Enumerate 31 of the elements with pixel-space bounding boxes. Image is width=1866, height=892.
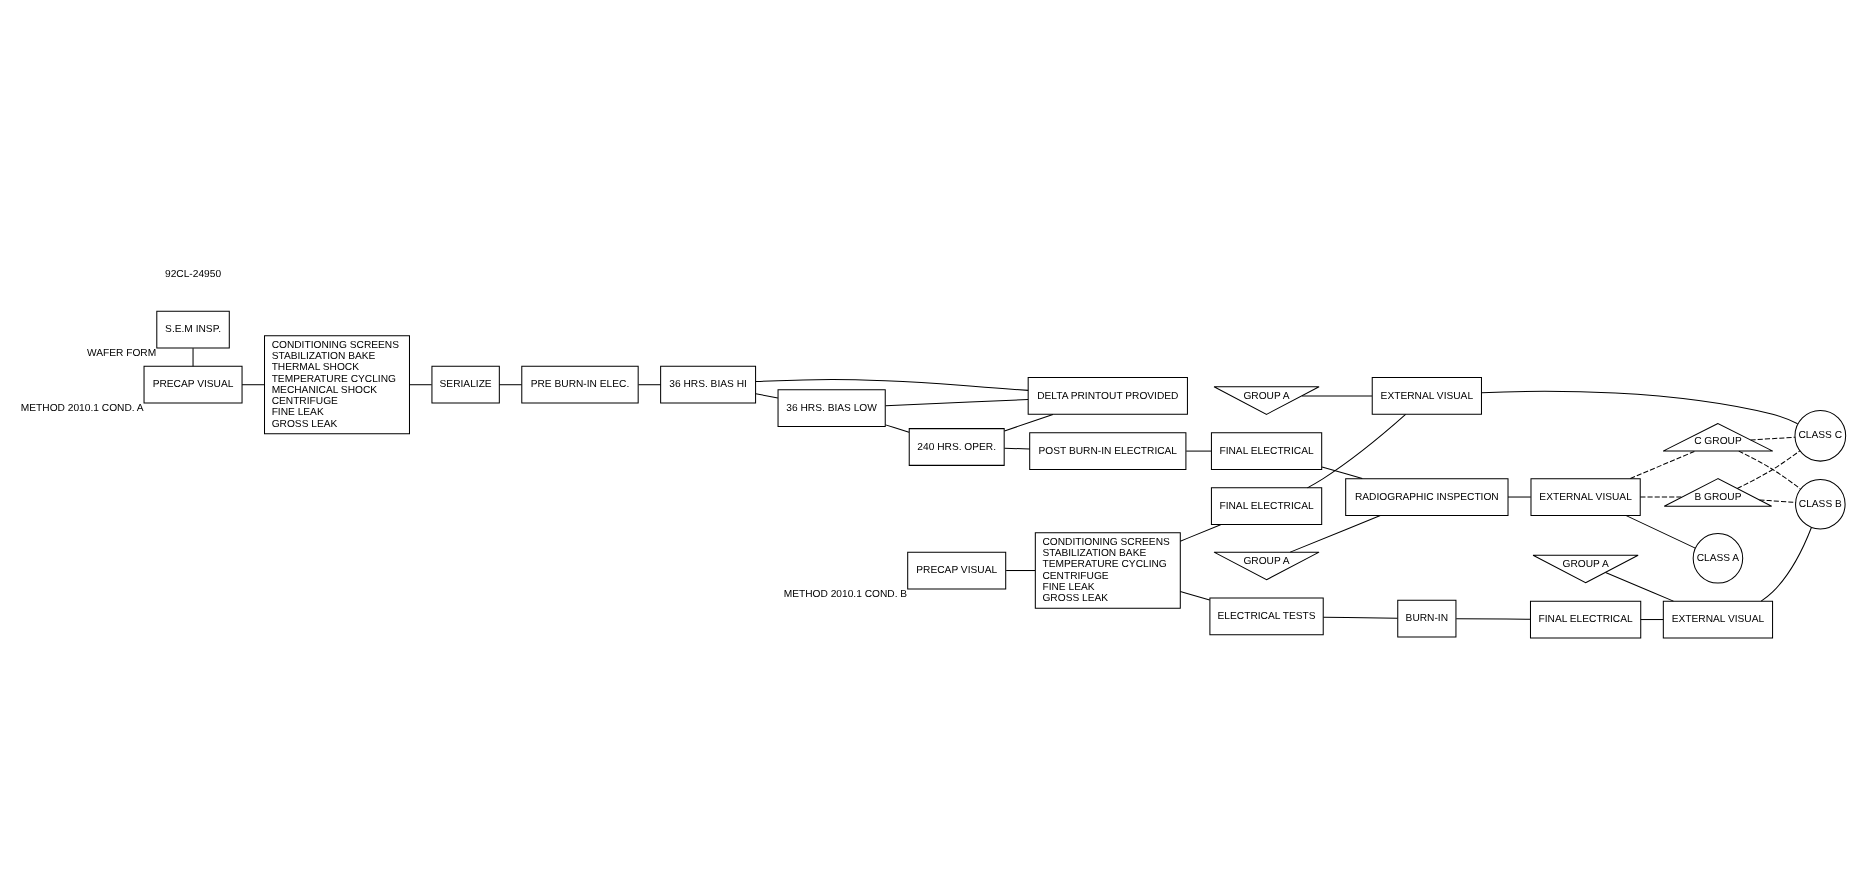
connector (755, 378, 1029, 390)
connector (1301, 394, 1373, 396)
connector (1003, 446, 1031, 449)
connector (1758, 498, 1797, 502)
connector (409, 383, 433, 385)
connector (1322, 615, 1399, 618)
connector (1179, 523, 1222, 541)
connector (1005, 569, 1036, 571)
connector (1321, 465, 1363, 479)
connector (1179, 589, 1211, 600)
connector (1003, 412, 1054, 431)
connector (1481, 389, 1799, 424)
connector (1605, 570, 1674, 601)
connector (1639, 495, 1683, 497)
connector (241, 383, 265, 385)
connector (192, 346, 194, 366)
connector (1629, 449, 1696, 479)
connector (498, 383, 523, 385)
connector (755, 392, 779, 398)
connector (638, 383, 662, 385)
connector (1507, 495, 1532, 497)
connector (1640, 618, 1664, 620)
connector (1289, 514, 1381, 552)
connector (1750, 435, 1796, 440)
connector (1625, 513, 1696, 548)
connector (1185, 449, 1212, 451)
connector (1306, 412, 1407, 488)
connector (885, 397, 1029, 406)
connector (1455, 617, 1531, 619)
connector (885, 423, 910, 432)
connector (1760, 526, 1812, 601)
